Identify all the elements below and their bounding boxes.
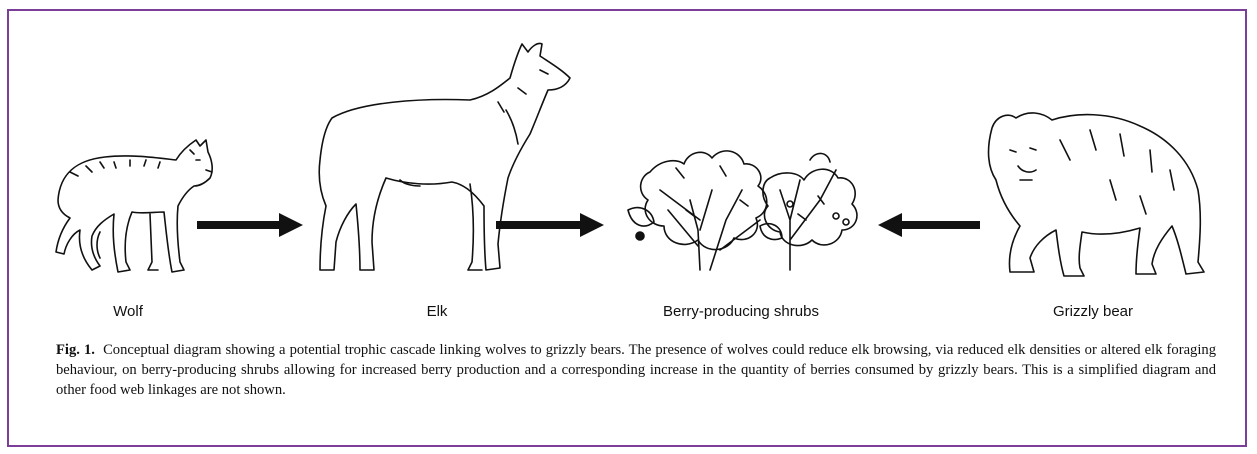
label-elk: Elk (427, 303, 448, 320)
elk-illustration (319, 43, 570, 270)
figure-caption: Fig. 1. Conceptual diagram showing a pot… (56, 340, 1216, 400)
arrow-bear-to-shrubs (878, 213, 980, 237)
label-shrubs: Berry-producing shrubs (663, 303, 819, 320)
caption-text: Conceptual diagram showing a potential t… (56, 342, 1216, 398)
label-wolf: Wolf (113, 303, 143, 320)
caption-label: Fig. 1. (56, 342, 95, 358)
wolf-illustration (56, 140, 212, 272)
label-grizzly-bear: Grizzly bear (1053, 303, 1133, 320)
grizzly-bear-illustration (989, 113, 1204, 276)
arrow-elk-to-shrubs (496, 213, 604, 237)
shrubs-illustration (628, 151, 857, 270)
arrow-wolf-to-elk (197, 213, 303, 237)
